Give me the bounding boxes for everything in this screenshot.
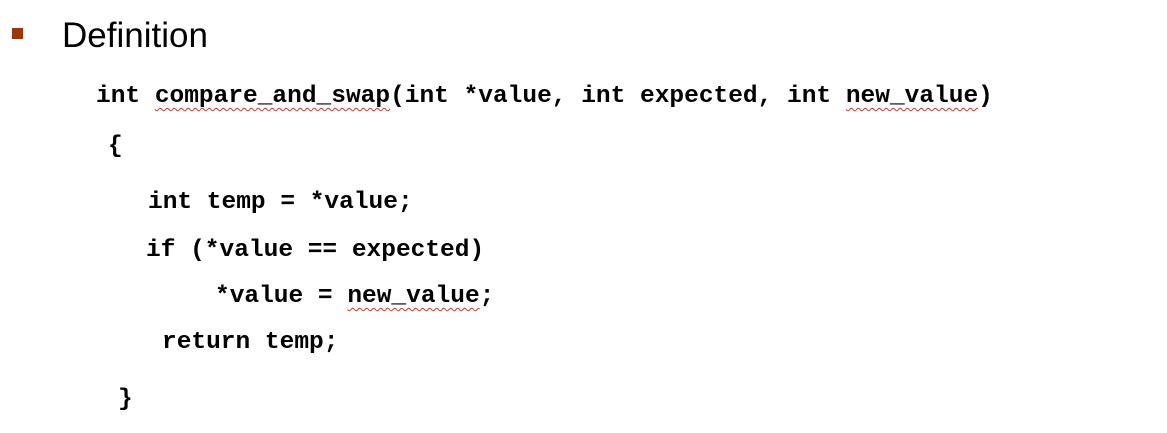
assign-rhs: new_value [347, 283, 480, 310]
code-line-return: return temp; [162, 329, 339, 356]
function-name: compare_and_swap [154, 83, 391, 110]
parameter-list: (int *value, int expected, int [390, 83, 846, 110]
square-bullet-icon [12, 28, 23, 39]
code-line-open-brace: { [108, 133, 123, 160]
bullet-square [12, 28, 23, 39]
code-line-if: if (*value == expected) [146, 237, 485, 264]
slide-heading: Definition [62, 16, 208, 55]
keyword-int: int [96, 83, 155, 110]
code-line-temp: int temp = *value; [148, 189, 413, 216]
code-line-signature: int compare_and_swap(int *value, int exp… [96, 82, 993, 112]
parameter-new-value: new_value [845, 83, 979, 110]
code-line-close-brace: } [118, 386, 133, 413]
assign-semicolon: ; [479, 283, 495, 310]
code-line-assign: *value = new_value; [215, 282, 494, 312]
close-paren: ) [978, 83, 993, 110]
assign-lhs: *value = [215, 283, 348, 310]
